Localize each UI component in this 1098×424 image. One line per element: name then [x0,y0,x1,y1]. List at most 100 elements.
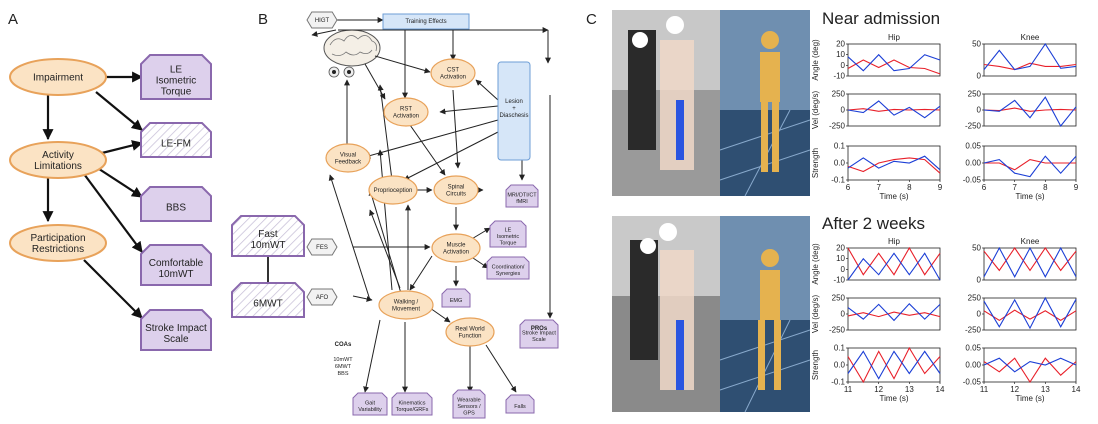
b-purple-node-text-line: Torque [500,240,517,246]
b-purple-node-text-line: Synergies [496,271,521,277]
panel-a-arrows [42,71,144,319]
ytick-label: 0 [841,265,846,274]
ytick-label: 0 [977,106,982,115]
ytick-label: -0.1 [831,176,845,185]
a-purple-node-text-line: 10mWT [159,269,194,280]
y-axis-label: Angle (deg) [811,39,820,81]
b-gray-node-text-line: HIGT [315,18,330,24]
b-gray-node-text-line: FES [316,245,328,251]
a-purple-node-text-line: LE-FM [161,139,191,150]
panel-b-arrows [311,17,553,393]
xtick-label: 8 [1043,183,1048,192]
b-orange-node-text-line: Circuits [446,192,466,198]
a-purple-node-text-line: Stroke Impact [145,323,207,334]
b-blue-training [382,13,470,30]
subplot-column-title: Knee [1021,33,1040,42]
b-purple-node-text-line: GPS [463,410,475,416]
b-purple-node-text-line: Kinematics [399,401,426,407]
ytick-label: -250 [965,326,982,335]
b-purple-node-text-line: LE [505,227,512,233]
b-orange-node-text-line: Activation [440,75,466,81]
ytick-label: 0 [977,276,982,285]
b-orange-node [378,290,434,320]
subplot-frame [983,347,1077,383]
xtick-label: 12 [1010,385,1019,394]
ytick-label: 20 [836,244,845,253]
y-axis-label: Angle (deg) [811,243,820,285]
xtick-label: 6 [982,183,987,192]
a-orange-node [9,224,107,262]
xtick-label: 12 [874,385,883,394]
b-purple-node-text-line: Scale [532,337,546,343]
b-orange-node-text-line: Muscle [446,243,466,249]
a-purple-node-text-line: BBS [166,203,186,214]
ytick-label: 0.05 [965,142,981,151]
xtick-label: 14 [936,385,945,394]
panel-a-label: A [8,11,18,28]
a-orange-node-text-line: Participation [30,233,85,244]
subplot-frame [983,93,1077,127]
series-line-red [847,108,941,112]
b-orange-node-text-line: Real World [455,327,485,333]
series-line-blue [983,42,1077,71]
ytick-label: 0 [841,61,846,70]
ytick-label: -0.1 [831,378,845,387]
ytick-label: -0.05 [963,176,982,185]
b-orange-node-text-line: Walking / [394,300,419,306]
series-line-blue [847,53,941,72]
b-orange-node-text-line: Function [458,334,481,340]
ytick-label: 0.1 [834,344,846,353]
b-purple-node-text-line: fMRI [516,199,528,205]
b-purple-node [489,220,527,248]
series-line-blue [847,155,941,171]
ytick-label: -10 [833,72,845,81]
xtick-label: 7 [1012,183,1017,192]
panel-a-purple-nodes: LEIsometricTorqueLE-FMBBSComfortable10mW… [140,54,305,351]
y-axis-label: Strength [811,350,820,380]
b-purple-node [505,184,539,208]
panel-b-label: B [258,11,268,28]
pros-title: PROs [531,326,548,332]
b-orange-node-text-line: RST [400,107,412,113]
b-orange-node [383,97,429,127]
skeleton-render-admission [719,10,811,197]
series-line-blue [983,246,1077,278]
ytick-label: 10 [836,254,845,263]
series-line-blue [847,350,941,380]
b-purple-node-text-line: MRI/DTI/CT [507,193,537,199]
ytick-label: -250 [829,326,846,335]
b-blue-lesion-text-line: Lesion [505,99,523,105]
ytick-label: 250 [832,90,846,99]
a-orange-node-text-line: Restrictions [32,244,84,255]
x-axis-label: Time (s) [1015,192,1044,201]
xtick-label: 9 [938,183,943,192]
b-orange-node-text-line: CST [447,68,459,74]
b-purple-node-text-line: Torque/GRFs [396,407,429,413]
ytick-label: 250 [968,294,982,303]
ytick-label: 0 [977,310,982,319]
a-purple-node [231,282,305,318]
ytick-label: -10 [833,276,845,285]
ytick-label: 50 [972,40,981,49]
ytick-label: -0.05 [963,378,982,387]
b-orange-node-text-line: Visual [340,153,356,159]
series-line-blue [847,252,941,281]
xtick-label: 13 [905,385,914,394]
a-purple-node-text-line: Isometric [156,76,197,87]
video-frame-2weeks [612,216,720,412]
b-orange-node-text-line: Spinal [448,185,465,191]
b-orange-node [431,233,481,263]
b-purple-node [486,256,530,280]
coas-items-line: 6MWT [335,364,352,370]
series-line-blue [847,303,941,322]
title-after-2-weeks: After 2 weeks [822,214,925,233]
a-orange-node-text-line: Impairment [33,73,83,84]
ytick-label: 0.00 [965,159,981,168]
